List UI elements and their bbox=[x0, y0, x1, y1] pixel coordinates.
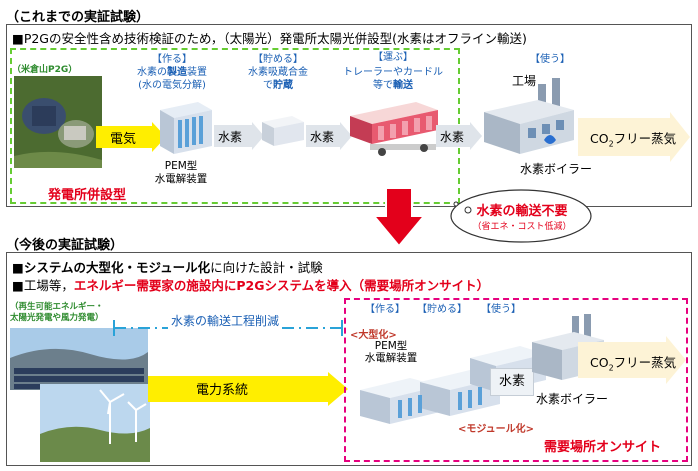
hydrogen-arrow-2 bbox=[306, 122, 352, 150]
bottom-frame bbox=[6, 252, 692, 466]
bottom-bullet-2: ■工場等，エネルギー需要家の施設内にP2Gシステムを導入（需要場所オンサイト） bbox=[12, 278, 490, 293]
bottom-bullet-1: ■システムの大型化・モジュール化に向けた設計・試験 bbox=[12, 260, 323, 275]
callout-cloud bbox=[450, 189, 592, 243]
hydrogen-label-3: 水素 bbox=[440, 130, 465, 144]
pem-label-top-2: 水電解装置 bbox=[154, 173, 208, 185]
store-desc-2: で貯蔵 bbox=[263, 80, 293, 91]
callout-sub: （省エネ・コスト低減） bbox=[472, 222, 572, 232]
large-label: <大型化> bbox=[350, 330, 397, 341]
electrolyzer-icon bbox=[160, 102, 212, 154]
use-label-bottom: 【使う】 bbox=[481, 304, 521, 315]
boiler-label-bottom: 水素ボイラー bbox=[536, 392, 609, 406]
hydrogen-arrow-3 bbox=[436, 122, 482, 150]
store-label: 【貯める】 bbox=[253, 54, 303, 65]
grid-label: 電力系統 bbox=[196, 383, 249, 398]
top-bullet-text: P2Gの安全性含め技術検証のため，（太陽光）発電所太陽光併設型(水素はオフライン… bbox=[23, 31, 527, 46]
hydrogen-label-1: 水素 bbox=[218, 130, 243, 144]
bullet1-post: に向けた設計・試験 bbox=[210, 260, 323, 275]
pem-label-bottom-1: PEM型 bbox=[374, 340, 408, 352]
make-desc-1: 水素の製造装置 bbox=[137, 67, 207, 78]
electricity-label: 電気 bbox=[110, 132, 137, 147]
top-frame bbox=[6, 24, 692, 207]
pem-label-bottom-2: 水電解装置 bbox=[364, 352, 418, 364]
storage-tank-icon bbox=[262, 116, 304, 146]
aerial-photo bbox=[14, 76, 102, 168]
trailer-icon bbox=[350, 102, 438, 156]
boiler-label-top: 水素ボイラー bbox=[520, 162, 593, 176]
make-label-bottom: 【作る】 bbox=[365, 304, 405, 315]
onsite-dashed-box bbox=[344, 298, 688, 462]
site-label: （米倉山P2G） bbox=[12, 65, 78, 75]
factory-label: 工場 bbox=[512, 74, 537, 88]
use-label-top: 【使う】 bbox=[530, 54, 570, 65]
store-label-bottom: 【貯める】 bbox=[417, 304, 467, 315]
carry-label: 【運ぶ】 bbox=[373, 52, 413, 63]
plant-type-label: 発電所併設型 bbox=[48, 188, 127, 203]
hydrogen-box-bottom: 水素 bbox=[490, 368, 534, 396]
transition-arrow bbox=[374, 188, 424, 246]
steam-label-top: CO2フリー蒸気 bbox=[590, 131, 677, 149]
bullet1-em: システムの大型化・モジュール化 bbox=[23, 260, 211, 275]
make-label: 【作る】 bbox=[152, 54, 192, 65]
solar-photo bbox=[10, 328, 148, 390]
steam-label-bottom: CO2フリー蒸気 bbox=[590, 355, 677, 373]
hydrogen-label-2: 水素 bbox=[310, 130, 335, 144]
bullet-mark: ■ bbox=[12, 31, 24, 46]
electricity-arrow bbox=[96, 122, 166, 152]
bottom-section-title: （今後の実証試験） bbox=[6, 238, 124, 253]
make-desc-2: (水の電気分解) bbox=[138, 80, 206, 91]
transport-reduction-label: 水素の輸送工程削減 bbox=[168, 312, 283, 329]
renewable-label-2: 太陽光発電や風力発電） bbox=[10, 313, 104, 323]
carry-desc-2: 等で輸送 bbox=[373, 80, 413, 91]
callout-title: 水素の輸送不要 bbox=[476, 204, 568, 219]
factory-icon bbox=[484, 78, 574, 154]
bullet2-pre: 工場等， bbox=[23, 278, 74, 293]
top-bullet: ■P2Gの安全性含め技術検証のため，（太陽光）発電所太陽光併設型(水素はオフライ… bbox=[12, 28, 527, 47]
carry-desc-1: トレーラーやカードル bbox=[343, 67, 443, 78]
bullet2-red: エネルギー需要家の施設内にP2Gシステムを導入（需要場所オンサイト） bbox=[73, 278, 490, 293]
store-desc-1: 水素吸蔵合金 bbox=[248, 67, 308, 78]
hydrogen-arrow-1 bbox=[214, 122, 264, 150]
steam-arrow-top bbox=[578, 112, 690, 162]
top-section-title: （これまでの実証試験） bbox=[6, 10, 150, 25]
grid-arrow bbox=[148, 372, 348, 406]
onsite-label: 需要場所オンサイト bbox=[544, 440, 662, 455]
renewable-label-1: （再生可能エネルギー・ bbox=[10, 302, 104, 312]
wind-photo bbox=[40, 384, 150, 462]
module-label: <モジュール化> bbox=[458, 424, 535, 435]
pem-label-top-1: PEM型 bbox=[164, 160, 198, 172]
steam-arrow-bottom bbox=[578, 336, 686, 384]
